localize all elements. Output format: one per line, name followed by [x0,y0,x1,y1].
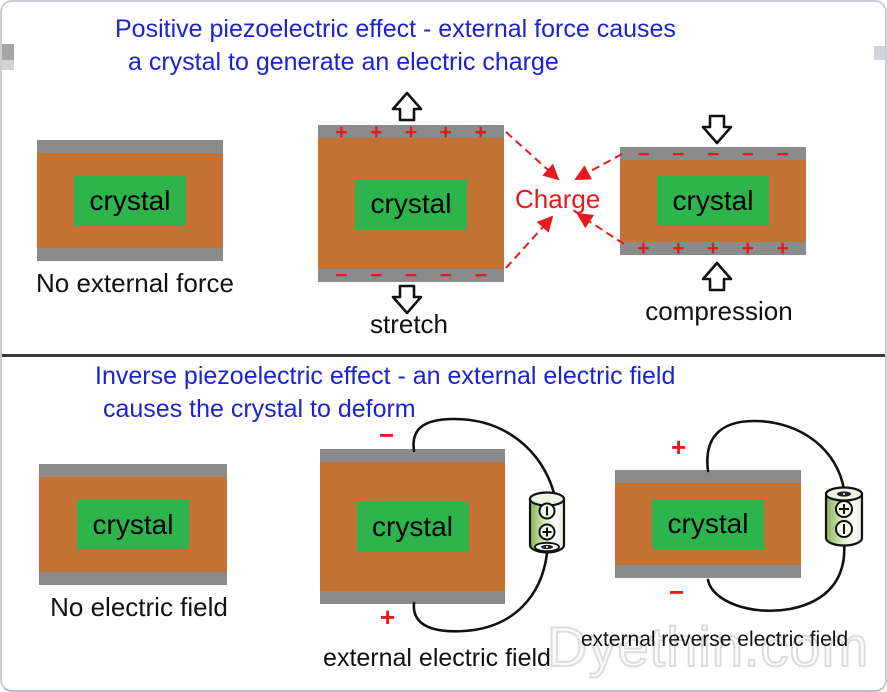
electrode-plate [320,591,505,604]
electrode-plate [37,248,223,261]
charge-sign: − [335,263,348,287]
crystal-no-force: crystal [37,140,223,261]
charge-sign: − [474,263,487,287]
crystal-field-compressed: crystal [615,470,801,578]
caption-no-external-force: No external force [36,268,234,298]
charge-sign: + [404,120,418,144]
crystal-no-field: crystal [39,464,227,585]
positive-charge-row: + + + + + [324,120,498,144]
charge-sign: + [335,120,348,144]
left-edge-artifact [2,44,14,60]
charge-sign: − [637,142,650,166]
charge-sign: − [741,142,754,166]
caption-compression: compression [645,296,793,326]
electrode-plate: −−−−− [620,144,806,165]
charge-sign: + [370,120,383,144]
battery-icon [528,491,566,554]
charge-dashed-arrow [574,153,623,180]
electrode-plate [320,449,505,462]
charge-sign: + [474,120,487,144]
charge-sign: + [672,236,685,260]
middle-bottom-plus-sign: + [380,602,396,632]
electrode-plate [37,140,223,153]
crystal-label: crystal [355,178,467,229]
charge-sign: − [404,263,418,287]
electrode-plate [39,572,227,585]
charge-sign: + [741,236,754,260]
bottom-title-line1: Inverse piezoelectric effect - an extern… [95,362,676,390]
charge-sign: − [706,142,720,166]
negative-charge-row: −−−−− [626,142,800,166]
panel-divider [2,354,885,357]
electrode-plate: + + + + + [620,238,806,259]
caption-no-electric-field: No electric field [50,592,228,622]
crystal-field-stretched: crystal [320,449,505,604]
battery-reversed-icon [824,486,864,547]
caption-external-electric-field: external electric field [323,644,551,672]
top-title-line1: Positive piezoelectric effect - external… [115,15,676,43]
charge-sign: + [776,236,789,260]
electrode-plate: + + + + + [318,122,504,143]
left-edge-artifact-2 [2,60,14,70]
electrode-plate [615,470,801,483]
charge-sign: + [706,236,720,260]
crystal-stretched: +++++ −−−−− crystal [318,122,504,286]
negative-charge-row: −−−−− [324,263,498,287]
electrode-plate: −−−−− [318,265,504,286]
right-bottom-minus-sign: − [669,577,685,607]
crystal-label: crystal [652,499,764,549]
crystal-compressed: −−−−− +++++ crystal [620,144,806,259]
caption-stretch: stretch [369,309,449,339]
positive-charge-row: + + + + + [626,236,800,260]
charge-dashed-arrow [505,131,560,181]
down-arrow-icon [701,114,733,145]
right-edge-artifact [874,46,885,60]
electrode-plate [39,464,227,477]
crystal-label: crystal [657,176,769,226]
charge-sign: + [637,236,650,260]
charge-dashed-arrow [576,212,625,245]
up-arrow-icon [701,261,733,292]
charge-sign: + [439,120,452,144]
caption-external-reverse-electric-field: external reverse electric field [580,628,849,651]
charge-dashed-arrow [505,215,554,269]
up-arrow-icon [391,91,423,122]
bottom-title-line2: causes the crystal to deform [103,395,416,423]
charge-sign: − [439,263,452,287]
charge-label: Charge [515,184,601,214]
charge-sign: − [672,142,685,166]
middle-top-minus-sign: − [379,420,395,450]
crystal-label: crystal [356,501,469,552]
watermark: Dyethin.com [546,614,870,679]
electrode-plate [615,565,801,578]
crystal-label: crystal [74,175,186,226]
crystal-label: crystal [77,499,189,550]
right-top-plus-sign: + [671,432,687,462]
top-title-line2: a crystal to generate an electric charge [128,48,559,76]
charge-sign: − [370,263,383,287]
charge-sign: − [776,142,789,166]
